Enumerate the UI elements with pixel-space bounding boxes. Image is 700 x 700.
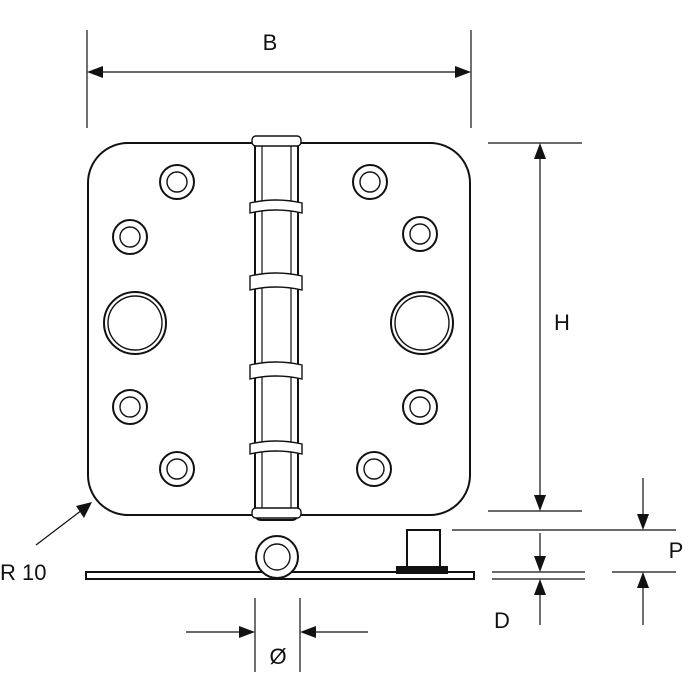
radius-callout: R 10 (0, 502, 92, 585)
screw-hole-left-2 (112, 219, 148, 255)
thickness-dimension: D (492, 533, 585, 633)
pin-diameter-dimension: Ø (186, 598, 368, 672)
height-dimension: H (488, 142, 582, 512)
projection-washer (396, 566, 448, 574)
radius-label: R 10 (0, 560, 46, 585)
large-hole-icon (103, 291, 454, 355)
hinge-front-view (87, 135, 471, 521)
projection-label: P (669, 538, 684, 563)
screw-hole-left-3 (112, 389, 148, 425)
thickness-label: D (494, 608, 510, 633)
projection-pin (406, 529, 441, 569)
screw-hole-left-1 (159, 164, 195, 200)
pin-inner-circle (263, 543, 291, 571)
width-dimension: B (86, 30, 472, 128)
screw-hole-right-4 (356, 451, 392, 487)
screw-hole-left-4 (159, 451, 195, 487)
screw-hole-right-2 (402, 216, 438, 252)
large-hole-right-inner (394, 295, 450, 351)
countersunk-screw-hole-icon (112, 164, 438, 487)
width-label: B (263, 30, 278, 55)
projection-dimension: P (452, 478, 683, 625)
large-hole-left-inner (107, 295, 163, 351)
screw-hole-right-3 (402, 389, 438, 425)
hinge-side-view (85, 529, 475, 580)
pin-diameter-label: Ø (269, 644, 286, 669)
height-label: H (554, 310, 570, 335)
hinge-knuckle-icon (249, 135, 303, 521)
screw-hole-right-1 (352, 164, 388, 200)
